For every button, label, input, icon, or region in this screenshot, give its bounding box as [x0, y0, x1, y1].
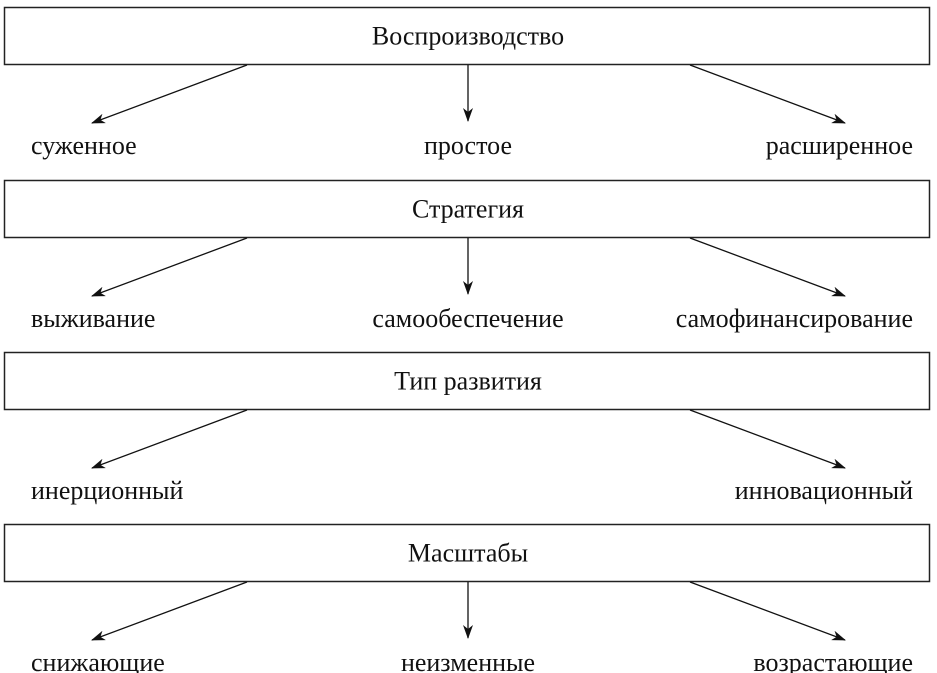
arrow-left [91, 237, 248, 297]
item-label-left: суженное [31, 131, 137, 160]
arrow-right [689, 64, 846, 124]
section-0: Воспроизводство суженное простое расширенно… [3, 6, 931, 160]
arrow-left [91, 64, 248, 124]
item-label-right: возрастающие [753, 648, 913, 673]
item-label-center: неизменные [401, 648, 535, 673]
section-3: Масштабы снижающие неизменные возрастающие [3, 523, 931, 673]
arrow-right [689, 581, 846, 641]
item-label-left: выживание [31, 304, 155, 333]
item-label-center: самообеспечение [372, 304, 563, 333]
category-box [3, 351, 931, 411]
category-title: Тип развития [394, 367, 542, 396]
arrow-right [689, 409, 846, 469]
item-label-right: самофинансирование [676, 304, 913, 333]
item-label-right: расширенное [766, 131, 913, 160]
item-label-left: инерционный [31, 476, 183, 505]
category-title: Стратегия [412, 195, 524, 224]
arrow-left [91, 409, 248, 469]
category-title: Воспроизводство [372, 22, 564, 51]
category-box [3, 6, 931, 66]
section-1: Стратегия выживание самообеспечение самофин… [3, 179, 931, 333]
category-title: Масштабы [408, 539, 528, 568]
arrow-left [91, 581, 248, 641]
category-box [3, 523, 931, 583]
item-label-left: снижающие [31, 648, 165, 673]
item-label-right: инновационный [735, 476, 913, 505]
arrow-right [689, 237, 846, 297]
category-box [3, 179, 931, 239]
section-2: Тип развития инерционный инновационный [3, 351, 931, 505]
item-label-center: простое [424, 131, 512, 160]
